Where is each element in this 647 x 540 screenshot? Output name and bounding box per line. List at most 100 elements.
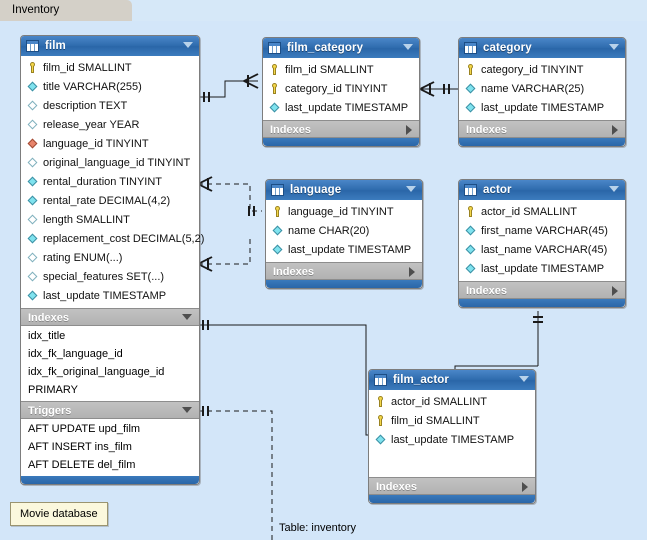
table-column[interactable]: last_name VARCHAR(45) (459, 240, 625, 259)
section-header-indexes[interactable]: Indexes (459, 281, 625, 299)
table-column[interactable]: last_update TIMESTAMP (266, 240, 422, 259)
diagram-canvas[interactable]: film film_id SMALLINT title VARCHAR(255)… (0, 21, 647, 540)
note-movie-database[interactable]: Movie database (10, 502, 108, 526)
table-column[interactable]: actor_id SMALLINT (369, 392, 535, 411)
section-title: Indexes (270, 124, 311, 136)
table-header-film-category[interactable]: film_category (263, 38, 419, 58)
table-column[interactable]: first_name VARCHAR(45) (459, 221, 625, 240)
column-label: last_update TIMESTAMP (288, 243, 412, 256)
column-label: rating ENUM(...) (43, 251, 123, 264)
column-label: release_year YEAR (43, 118, 140, 131)
section-header-indexes[interactable]: Indexes (459, 120, 625, 138)
table-column[interactable]: last_update TIMESTAMP (459, 98, 625, 117)
key-icon (375, 415, 386, 426)
table-column[interactable]: description TEXT (21, 96, 199, 115)
column-label: length SMALLINT (43, 213, 130, 226)
filled-diamond-icon (463, 100, 479, 116)
chevron-right-icon[interactable] (409, 267, 415, 277)
column-label: name VARCHAR(25) (481, 82, 585, 95)
wire-film-language-bottom (198, 236, 251, 265)
table-node-film-category[interactable]: film_category film_id SMALLINT category_… (262, 37, 420, 147)
filled-diamond-icon (463, 242, 479, 258)
column-label: category_id TINYINT (481, 63, 584, 76)
list-item[interactable]: idx_fk_language_id (28, 348, 123, 360)
chevron-down-icon[interactable] (182, 314, 192, 320)
table-column[interactable]: name VARCHAR(25) (459, 79, 625, 98)
table-icon (464, 42, 477, 54)
section-title: Indexes (466, 124, 507, 136)
filled-diamond-icon (267, 100, 283, 116)
chevron-down-icon[interactable] (609, 186, 619, 192)
table-node-film[interactable]: film film_id SMALLINT title VARCHAR(255)… (20, 35, 204, 485)
table-node-language[interactable]: language language_id TINYINT name CHAR(2… (265, 179, 423, 289)
table-column[interactable]: release_year YEAR (21, 115, 199, 134)
table-title: film_actor (393, 374, 449, 386)
table-column[interactable]: category_id TINYINT (459, 60, 625, 79)
table-column[interactable]: original_language_id TINYINT (21, 153, 199, 172)
list-item[interactable]: AFT DELETE del_film (28, 459, 136, 471)
list-item[interactable]: idx_fk_original_language_id (28, 366, 165, 378)
table-column[interactable]: last_update TIMESTAMP (263, 98, 419, 117)
section-header-indexes[interactable]: Indexes (266, 262, 422, 280)
table-node-film-actor[interactable]: film_actor actor_id SMALLINT film_id SMA… (368, 369, 536, 504)
table-column[interactable]: name CHAR(20) (266, 221, 422, 240)
table-node-actor[interactable]: actor actor_id SMALLINT first_name VARCH… (458, 179, 626, 308)
note-text: Movie database (20, 508, 98, 520)
filled-diamond-icon (463, 261, 479, 277)
table-icon (464, 184, 477, 196)
chevron-down-icon[interactable] (403, 44, 413, 50)
table-header-actor[interactable]: actor (459, 180, 625, 200)
filled-diamond-icon (25, 79, 41, 95)
table-column[interactable]: length SMALLINT (21, 210, 199, 229)
table-column[interactable]: rating ENUM(...) (21, 248, 199, 267)
chevron-right-icon[interactable] (406, 125, 412, 135)
table-column[interactable]: film_id SMALLINT (369, 411, 535, 430)
column-label: name CHAR(20) (288, 224, 370, 237)
chevron-down-icon[interactable] (406, 186, 416, 192)
column-label: film_id SMALLINT (391, 414, 480, 427)
list-item[interactable]: idx_title (28, 330, 66, 342)
table-header-film-actor[interactable]: film_actor (369, 370, 535, 390)
table-column[interactable]: replacement_cost DECIMAL(5,2) (21, 229, 204, 248)
filled-diamond-icon (463, 223, 479, 239)
table-column[interactable]: language_id TINYINT (266, 202, 422, 221)
list-item[interactable]: AFT UPDATE upd_film (28, 423, 141, 435)
list-item[interactable]: PRIMARY (28, 384, 78, 396)
table-column[interactable]: last_update TIMESTAMP (21, 286, 199, 305)
table-column[interactable]: film_id SMALLINT (263, 60, 419, 79)
table-header-language[interactable]: language (266, 180, 422, 200)
table-column[interactable]: title VARCHAR(255) (21, 77, 199, 96)
table-column[interactable]: category_id TINYINT (263, 79, 419, 98)
table-node-category[interactable]: category category_id TINYINT name VARCHA… (458, 37, 626, 147)
chevron-right-icon[interactable] (612, 286, 618, 296)
table-header-category[interactable]: category (459, 38, 625, 58)
column-label: category_id TINYINT (285, 82, 388, 95)
list-item[interactable]: AFT INSERT ins_film (28, 441, 132, 453)
chevron-right-icon[interactable] (612, 125, 618, 135)
tab-inventory[interactable]: Inventory (0, 0, 132, 21)
chevron-down-icon[interactable] (519, 376, 529, 382)
red-diamond-icon (25, 136, 41, 152)
chevron-down-icon[interactable] (609, 44, 619, 50)
section-title: Indexes (28, 312, 69, 324)
chevron-down-icon[interactable] (183, 42, 193, 48)
section-header-indexes[interactable]: Indexes (21, 308, 199, 326)
key-icon (269, 64, 280, 75)
table-column[interactable]: rental_rate DECIMAL(4,2) (21, 191, 199, 210)
column-label: original_language_id TINYINT (43, 156, 191, 169)
column-label: language_id TINYINT (288, 205, 394, 218)
table-column[interactable]: last_update TIMESTAMP (369, 430, 535, 449)
chevron-right-icon[interactable] (522, 482, 528, 492)
column-list: actor_id SMALLINT first_name VARCHAR(45)… (459, 200, 625, 281)
chevron-down-icon[interactable] (182, 407, 192, 413)
section-header-indexes[interactable]: Indexes (263, 120, 419, 138)
table-header-film[interactable]: film (21, 36, 199, 56)
table-column[interactable]: special_features SET(...) (21, 267, 199, 286)
table-column[interactable]: rental_duration TINYINT (21, 172, 199, 191)
table-column[interactable]: film_id SMALLINT (21, 58, 199, 77)
table-column[interactable]: actor_id SMALLINT (459, 202, 625, 221)
table-column[interactable]: last_update TIMESTAMP (459, 259, 625, 278)
section-header-indexes[interactable]: Indexes (369, 477, 535, 495)
table-column[interactable]: language_id TINYINT (21, 134, 199, 153)
section-header-triggers[interactable]: Triggers (21, 401, 199, 419)
